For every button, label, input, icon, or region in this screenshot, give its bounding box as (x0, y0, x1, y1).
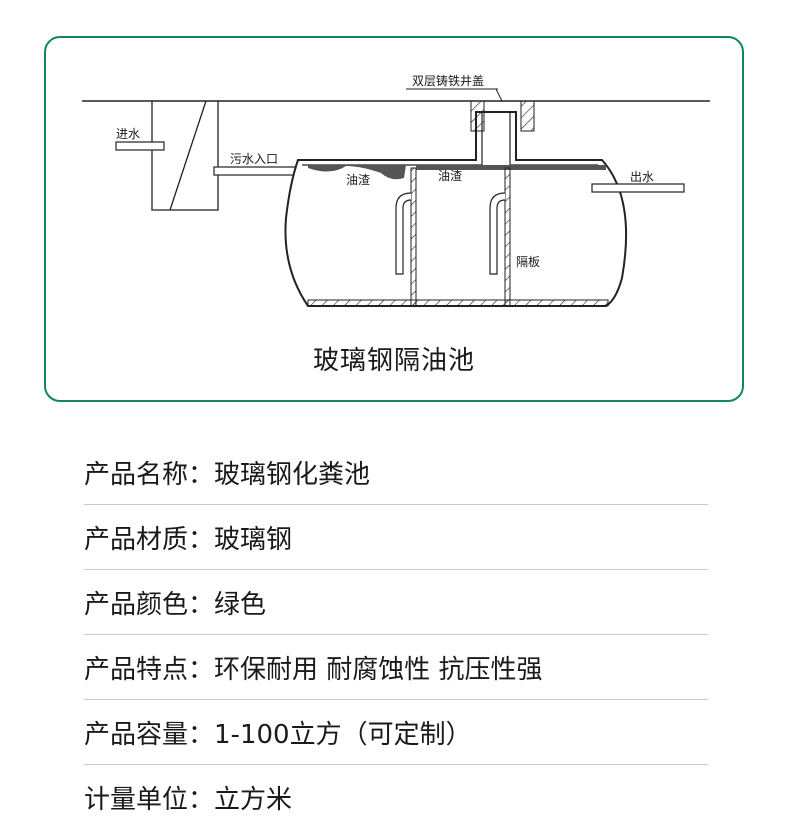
spec-label: 产品颜色： (84, 589, 215, 620)
water-out-label: 出水 (630, 170, 654, 184)
spec-value: 立方米 (214, 785, 293, 815)
water-in-label: 进水 (116, 127, 140, 141)
spec-label: 计量单位： (84, 785, 215, 815)
spec-value: 玻璃钢 (214, 524, 293, 555)
diagram-card: 双层铸铁井盖 进水 污水入口 油渣 油渣 出水 隔板 玻璃钢隔油池 (44, 36, 744, 402)
spec-value: 绿色 (214, 589, 267, 620)
spec-value: 玻璃钢化粪池 (214, 459, 371, 490)
spec-row-unit: 计量单位： 立方米 (84, 765, 708, 830)
spec-row-material: 产品材质： 玻璃钢 (84, 505, 708, 570)
spec-label: 产品容量： (84, 719, 215, 750)
spec-value: 1-100立方（可定制） (214, 719, 472, 750)
spec-label: 产品特点： (84, 654, 215, 685)
spec-value: 环保耐用 耐腐蚀性 抗压性强 (214, 654, 543, 685)
spec-row-features: 产品特点： 环保耐用 耐腐蚀性 抗压性强 (84, 635, 708, 700)
spec-row-name: 产品名称： 玻璃钢化粪池 (84, 440, 708, 505)
diagram-caption: 玻璃钢隔油池 (312, 346, 475, 376)
manhole-cover-label: 双层铸铁井盖 (412, 73, 484, 88)
spec-row-color: 产品颜色： 绿色 (84, 570, 708, 635)
grease-label-1: 油渣 (346, 173, 370, 187)
spec-label: 产品材质： (84, 524, 215, 555)
baffle-label: 隔板 (516, 255, 540, 269)
spec-list: 产品名称： 玻璃钢化粪池 产品材质： 玻璃钢 产品颜色： 绿色 产品特点： 环保… (84, 440, 708, 830)
spec-label: 产品名称： (84, 459, 215, 490)
grease-label-2: 油渣 (438, 169, 462, 183)
spec-row-capacity: 产品容量： 1-100立方（可定制） (84, 700, 708, 765)
sewage-inlet-label: 污水入口 (230, 152, 278, 166)
grease-trap-diagram: 双层铸铁井盖 进水 污水入口 油渣 油渣 出水 隔板 (82, 73, 710, 307)
